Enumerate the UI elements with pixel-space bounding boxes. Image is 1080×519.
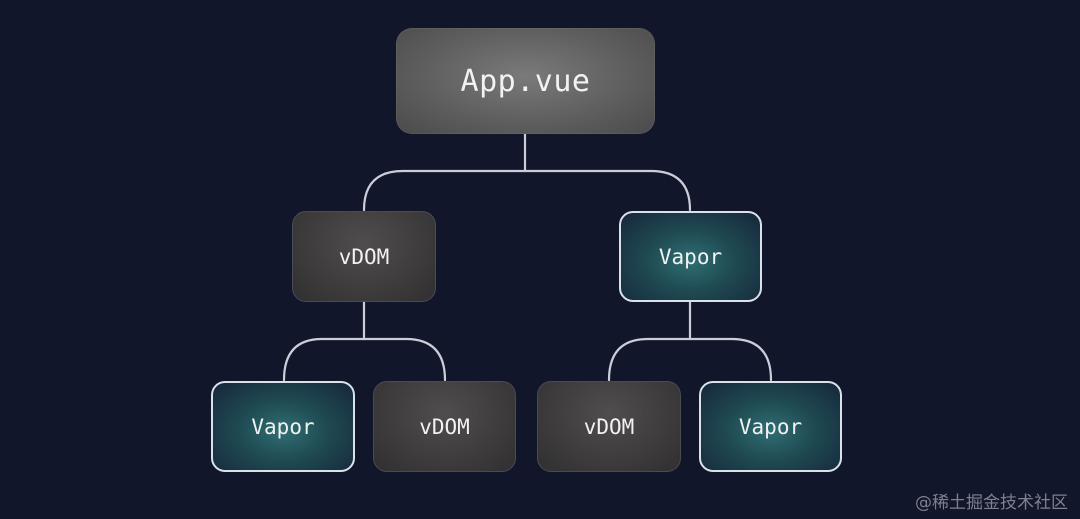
connector-root-right bbox=[523, 169, 692, 212]
connector-vdom-right bbox=[362, 337, 447, 382]
node-label: vDOM bbox=[583, 414, 635, 439]
node-level3-vdom-right: vDOM bbox=[537, 381, 681, 472]
watermark: @稀土掘金技术社区 bbox=[915, 493, 1068, 513]
connector-root-left bbox=[362, 169, 527, 212]
connector-vapor-left bbox=[607, 337, 692, 382]
node-level2-vapor: Vapor bbox=[619, 211, 762, 302]
root-node-app-vue: App.vue bbox=[396, 28, 655, 134]
node-level3-vdom-left: vDOM bbox=[373, 381, 516, 472]
node-level3-vapor-left: Vapor bbox=[211, 381, 355, 472]
node-label: vDOM bbox=[338, 244, 390, 269]
node-level3-vapor-right: Vapor bbox=[699, 381, 842, 472]
node-level2-vdom: vDOM bbox=[292, 211, 436, 302]
connector-vdom-left bbox=[282, 337, 366, 382]
node-label: Vapor bbox=[738, 414, 803, 439]
root-node-label: App.vue bbox=[460, 63, 591, 99]
node-label: Vapor bbox=[658, 244, 723, 269]
node-label: Vapor bbox=[251, 414, 315, 439]
connector-vapor-right bbox=[688, 337, 773, 382]
node-label: vDOM bbox=[419, 414, 470, 439]
